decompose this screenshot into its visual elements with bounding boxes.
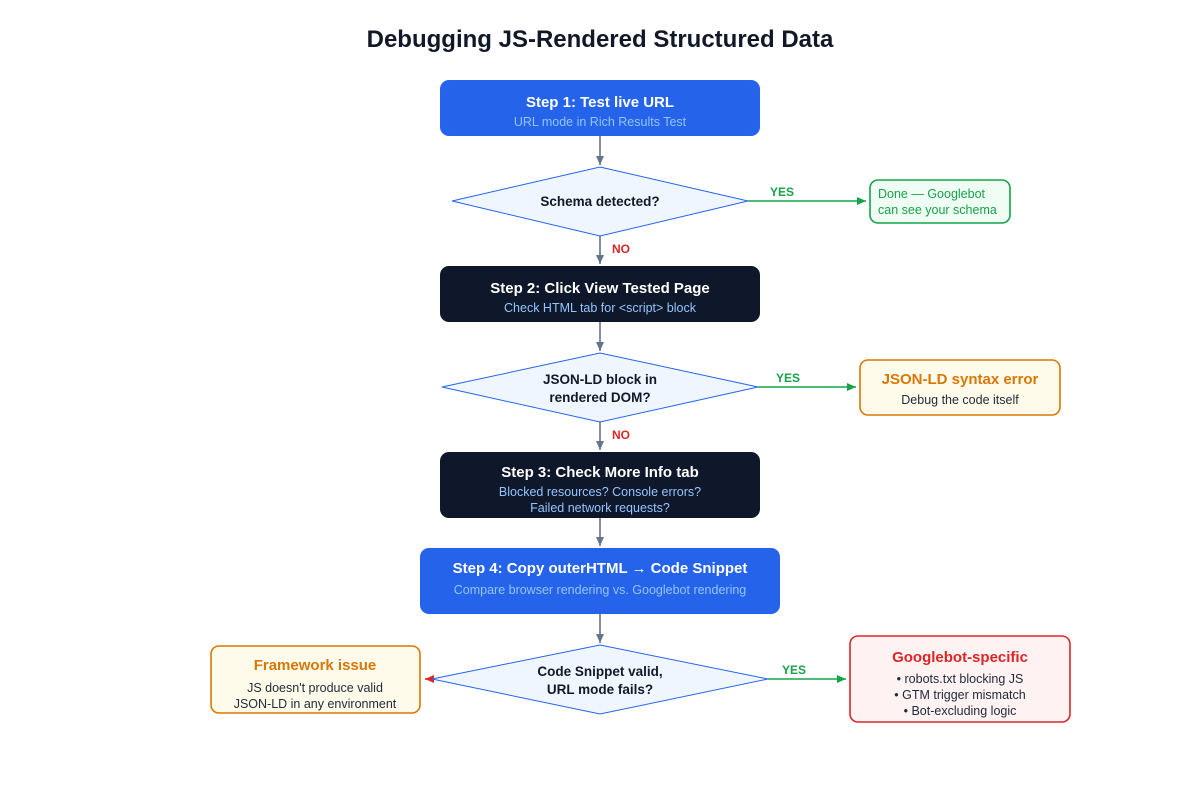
framework-line1: JS doesn't produce valid [247, 681, 383, 695]
diagram-title: Debugging JS-Rendered Structured Data [367, 26, 834, 53]
decision3-line1: Code Snippet valid, [537, 664, 662, 679]
syntax-title: JSON-LD syntax error [882, 371, 1039, 388]
googlebot-item: • GTM trigger mismatch [894, 688, 1026, 702]
framework-rect [210, 645, 421, 714]
decision1-text: Schema detected? [540, 194, 659, 209]
done-rect [869, 179, 1011, 224]
step1-box: Step 1: Test live URL URL mode in Rich R… [440, 80, 760, 136]
googlebot-title: Googlebot-specific [892, 649, 1028, 666]
step2-title: Step 2: Click View Tested Page [490, 280, 710, 297]
framework-line2: JSON-LD in any environment [234, 697, 397, 711]
step3-box: Step 3: Check More Info tab Blocked reso… [440, 452, 760, 518]
step4-sub: Compare browser rendering vs. Googlebot … [454, 583, 747, 597]
step2-box: Step 2: Click View Tested Page Check HTM… [440, 266, 760, 322]
label-no-d1: NO [612, 242, 630, 256]
framework-title: Framework issue [254, 657, 377, 674]
step1-title: Step 1: Test live URL [526, 94, 674, 111]
step3-rect [440, 452, 760, 518]
decision1-diamond [451, 166, 749, 237]
step4-rect [420, 548, 780, 614]
step4-box: Step 4: Copy outerHTML → Code Snippet Co… [420, 548, 780, 614]
syntax-rect [859, 359, 1061, 416]
outcome-googlebot-specific: Googlebot-specific • robots.txt blocking… [849, 635, 1071, 723]
edges [425, 136, 866, 683]
step3-sub2: Failed network requests? [530, 501, 670, 515]
syntax-line1: Debug the code itself [901, 393, 1019, 407]
label-yes-d1: YES [770, 185, 794, 199]
decision2-diamond [441, 352, 759, 423]
decision-snippet-valid: Code Snippet valid, URL mode fails? [431, 644, 769, 715]
label-yes-d2: YES [776, 371, 800, 385]
done-line2: can see your schema [878, 203, 997, 217]
googlebot-rect [849, 635, 1071, 723]
label-yes-d3: YES [782, 663, 806, 677]
step3-title: Step 3: Check More Info tab [501, 464, 699, 481]
googlebot-item: • robots.txt blocking JS [897, 672, 1024, 686]
decision-schema-detected: Schema detected? [451, 166, 749, 237]
step1-sub: URL mode in Rich Results Test [514, 115, 687, 129]
googlebot-item: • Bot-excluding logic [904, 704, 1017, 718]
outcome-done: Done — Googlebot can see your schema [869, 179, 1011, 224]
decision3-diamond [431, 644, 769, 715]
outcome-syntax-error: JSON-LD syntax error Debug the code itse… [859, 359, 1061, 416]
decision2-line1: JSON-LD block in [543, 372, 657, 387]
done-line1: Done — Googlebot [878, 187, 986, 201]
outcome-framework-issue: Framework issue JS doesn't produce valid… [210, 645, 421, 714]
label-no-d2: NO [612, 428, 630, 442]
decision3-line2: URL mode fails? [547, 682, 653, 697]
decision2-line2: rendered DOM? [549, 390, 650, 405]
step4-title: Step 4: Copy outerHTML → Code Snippet [453, 560, 748, 577]
step2-sub: Check HTML tab for <script> block [504, 301, 697, 315]
step3-sub1: Blocked resources? Console errors? [499, 485, 701, 499]
decision-jsonld-in-dom: JSON-LD block in rendered DOM? [441, 352, 759, 423]
step2-rect [440, 266, 760, 322]
step1-rect [440, 80, 760, 136]
